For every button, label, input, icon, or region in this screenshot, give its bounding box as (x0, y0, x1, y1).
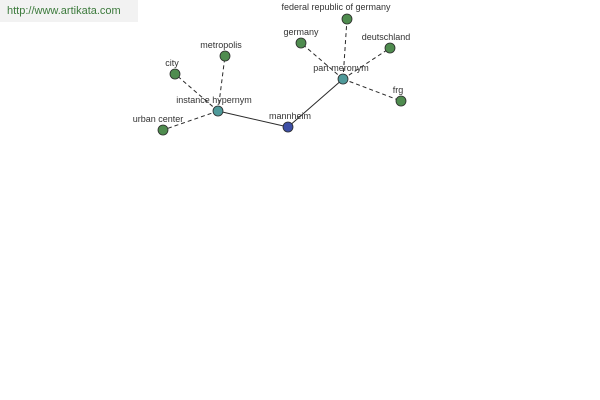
url-banner: http://www.artikata.com (0, 0, 138, 22)
edge-partmer-frg_full (342, 18, 348, 80)
node-urban[interactable] (157, 124, 169, 136)
node-city[interactable] (169, 68, 181, 80)
node-metropolis[interactable] (219, 50, 231, 62)
node-germany[interactable] (295, 37, 307, 49)
edge-partmer-deutschland (342, 47, 391, 80)
node-label-city: city (165, 58, 179, 68)
edge-partmer-frg (342, 78, 402, 102)
node-frg_full[interactable] (341, 13, 353, 25)
node-label-partmer: part meronym (313, 63, 369, 73)
node-label-mannheim: mannheim (269, 111, 311, 121)
node-partmer[interactable] (337, 73, 349, 85)
node-label-frg: frg (393, 85, 404, 95)
edge-instance-metropolis (217, 55, 226, 112)
node-label-deutschland: deutschland (362, 32, 411, 42)
node-mannheim[interactable] (282, 121, 294, 133)
node-label-urban: urban center (133, 114, 184, 124)
node-deutschland[interactable] (384, 42, 396, 54)
node-label-germany: germany (283, 27, 319, 37)
node-label-frg_full: federal republic of germany (281, 2, 391, 12)
edge-instance-urban (162, 110, 219, 131)
edge-mannheim-partmer (287, 78, 344, 128)
node-frg[interactable] (395, 95, 407, 107)
node-label-instance: instance hypernym (176, 95, 252, 105)
source-url[interactable]: http://www.artikata.com (7, 5, 121, 17)
edge-partmer-germany (300, 42, 344, 80)
edge-instance-city (174, 73, 219, 112)
node-label-metropolis: metropolis (200, 40, 242, 50)
edge-mannheim-instance (217, 110, 289, 128)
node-instance[interactable] (212, 105, 224, 117)
